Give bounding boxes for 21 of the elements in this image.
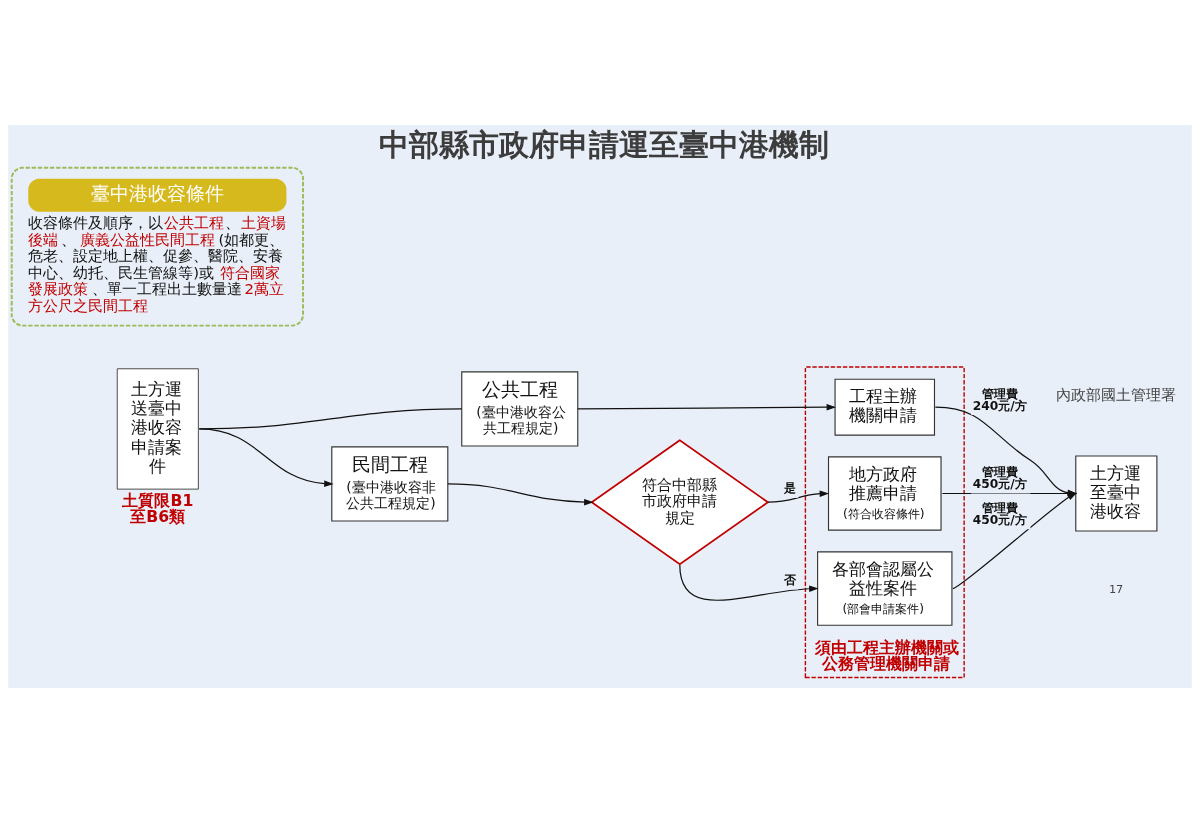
edge-label: 否: [784, 572, 797, 587]
arrow: [447, 483, 594, 506]
arrow: [577, 403, 837, 411]
arrow: [198, 428, 334, 487]
diagram-title: 中部縣市政府申請運至臺中港機制: [378, 126, 829, 162]
node-box: 各部會認屬公益性案件 (部會申請案件): [817, 551, 953, 626]
node-box: 公共工程 (臺中港收容公共工程規定): [461, 371, 579, 447]
node-box: 民間工程 (臺中港收容非公共工程規定): [331, 446, 449, 522]
arrow: [679, 564, 819, 601]
edge-label: 管理費 450元/方: [972, 465, 1027, 492]
node-diamond: 符合中部縣市政府申請規定: [590, 439, 770, 566]
label: 內政部國土管理署: [1055, 386, 1176, 404]
edge-label: 是: [784, 481, 797, 496]
node-label: 土質限B1至B6類: [122, 491, 194, 526]
edge-label: 管理費 450元/方: [972, 500, 1027, 528]
node-box: 地方政府推薦申請 (符合收容條件): [827, 456, 942, 531]
arrow: [767, 490, 830, 503]
label: 17: [1108, 582, 1124, 597]
node-box: 工程主辦機關申請: [834, 378, 936, 436]
node-box: 土方運至臺中港收容: [1075, 455, 1158, 532]
edge-label: 管理費 240元/方: [972, 386, 1027, 413]
